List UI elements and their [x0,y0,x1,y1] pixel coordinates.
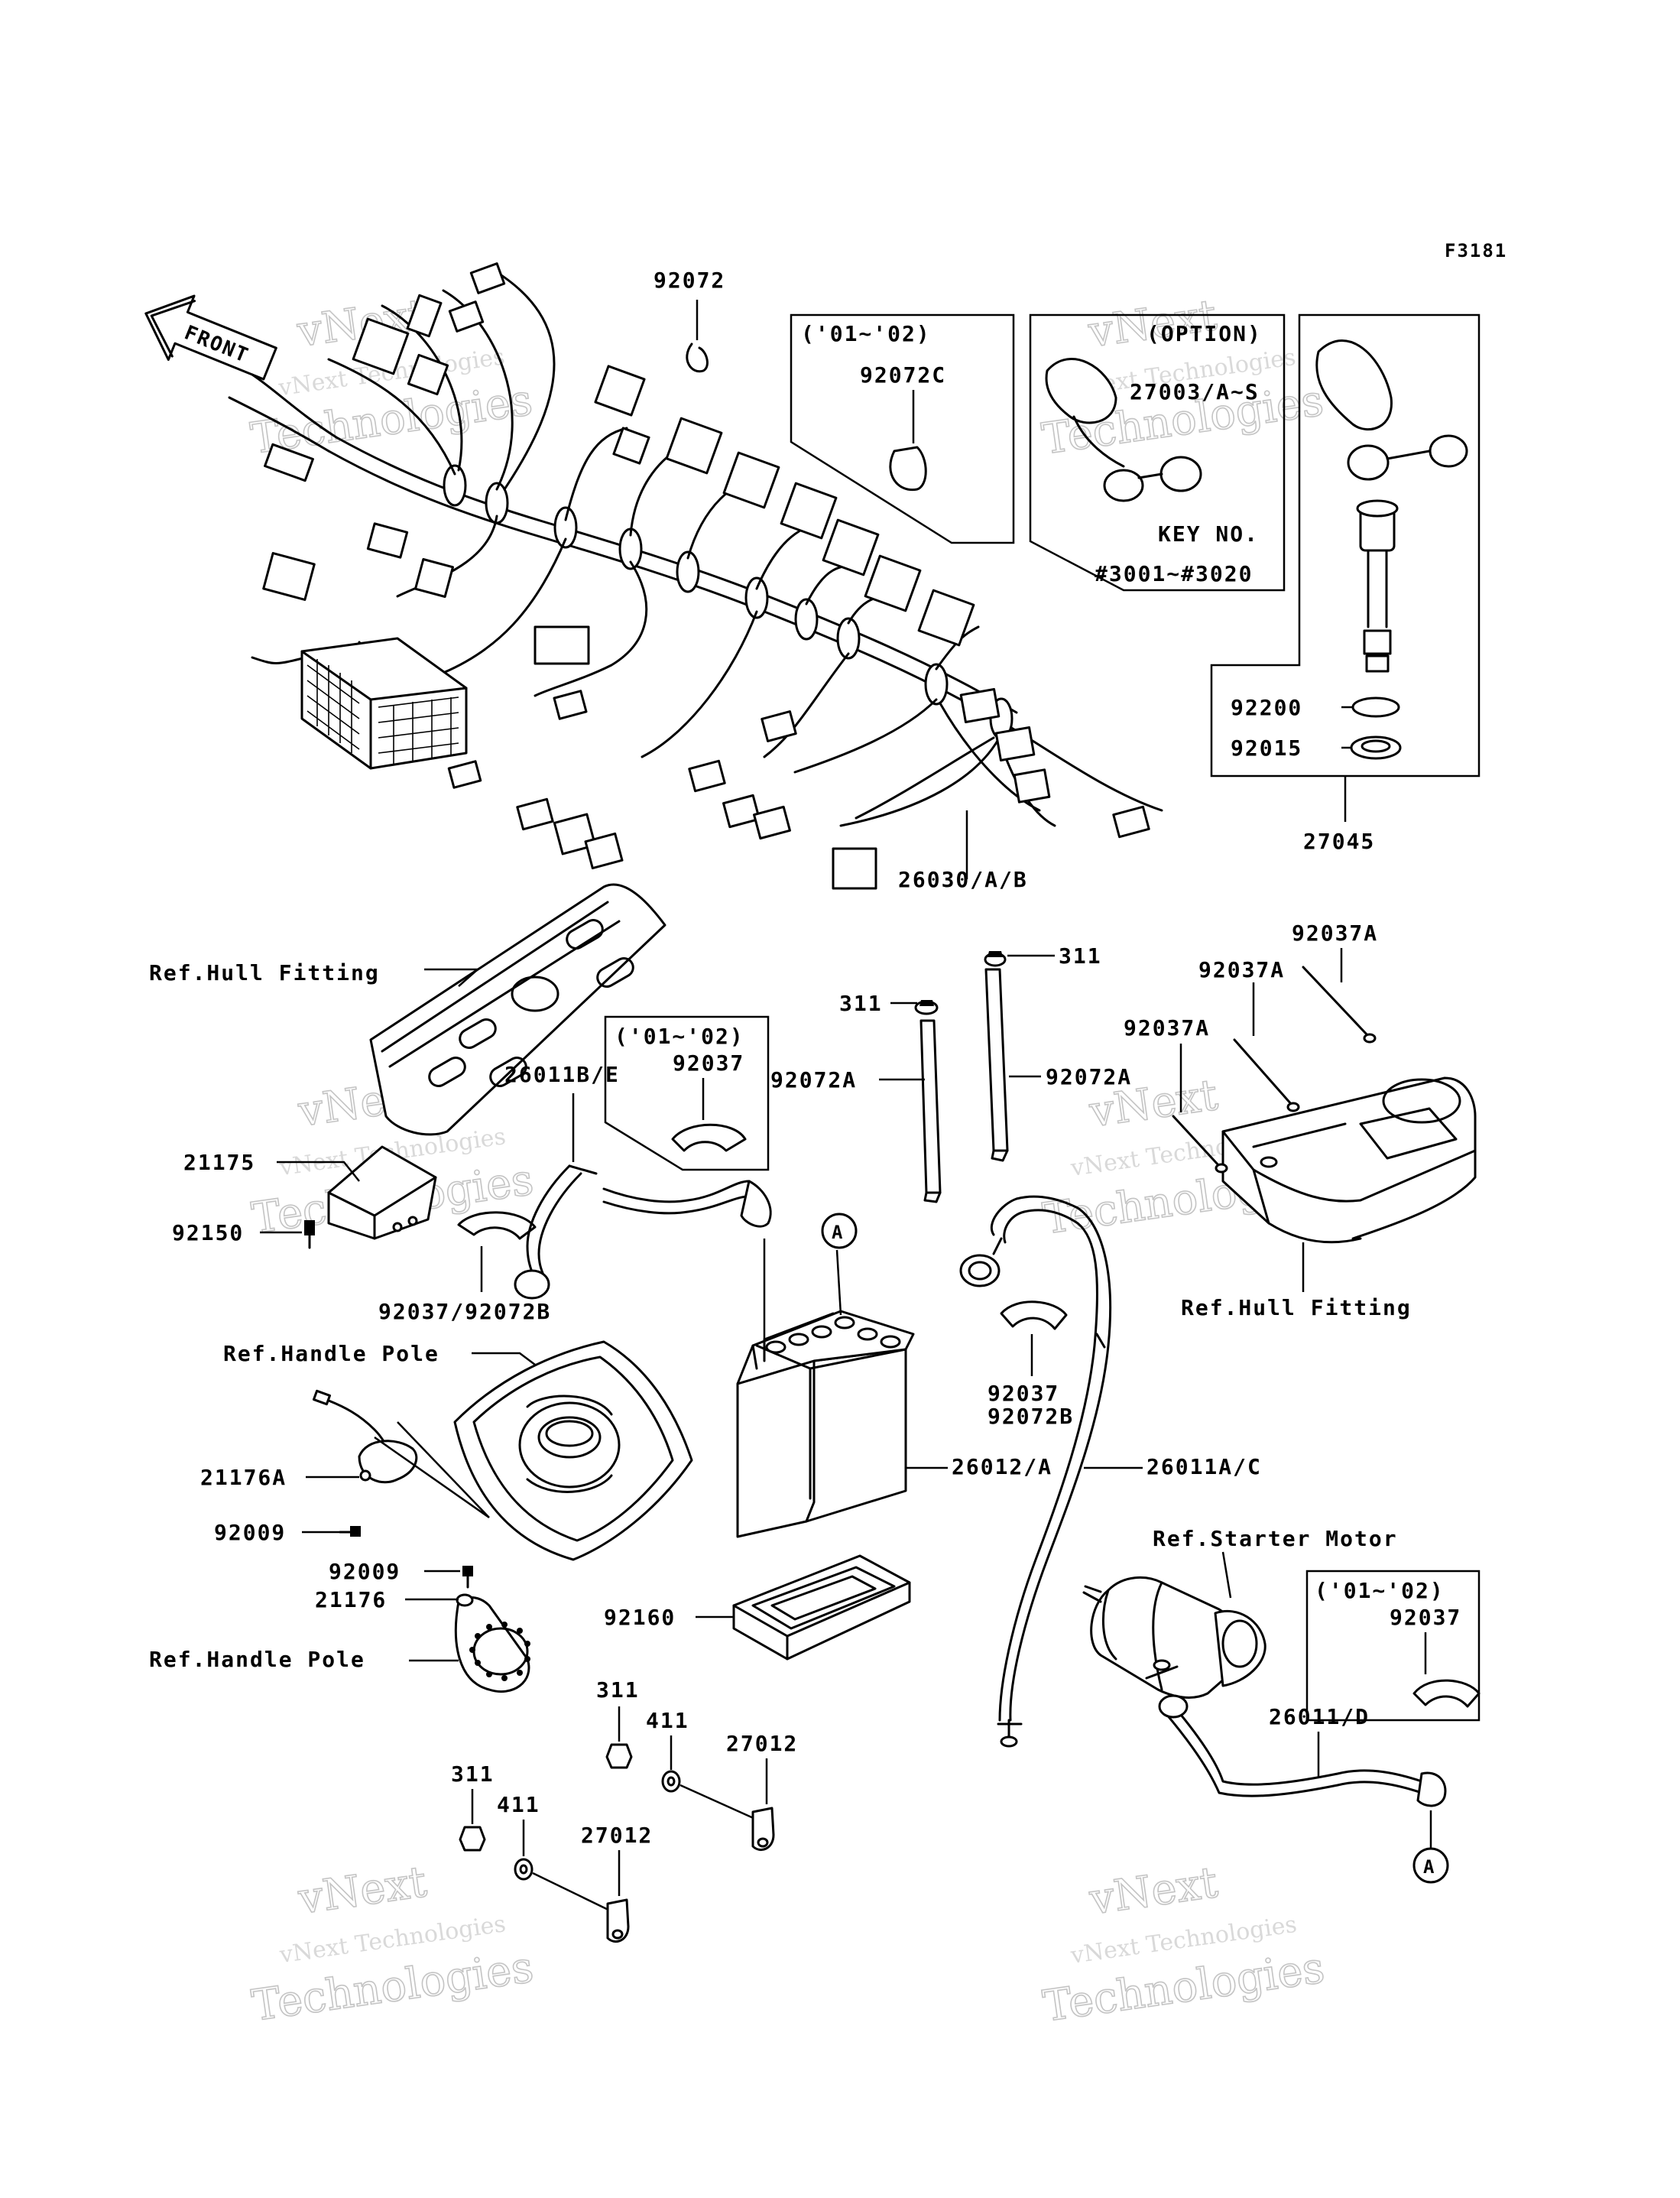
clip-92072c-icon [889,446,927,492]
label-27012-b: 27012 [581,1823,653,1848]
starter-motor [1082,1576,1266,1699]
cable-26011d [1158,1694,1447,1807]
label-ref-handle-1: Ref.Handle Pole [223,1341,439,1366]
label-ref-starter: Ref.Starter Motor [1153,1526,1398,1551]
hull-fitting-plate-left [369,883,666,1136]
box-27045: 92200 92015 27045 [1210,313,1481,854]
svg-text:('01~'02): ('01~'02) [1315,1578,1445,1603]
label-92037-92072b: 92037/92072B [378,1299,551,1324]
svg-text:vNext: vNext [295,1857,430,1924]
label-92037a-c: 92037A [1124,1015,1210,1041]
svg-text:92037: 92037 [673,1050,744,1076]
label-92037-a: 92037 [988,1381,1059,1406]
label-92072a-b: 92072A [1046,1064,1132,1089]
label-27012-a: 27012 [726,1731,798,1756]
svg-text:('01~'02): ('01~'02) [615,1024,744,1049]
svg-text:#3001~#3020: #3001~#3020 [1095,561,1253,586]
label-26011ac: 26011A/C [1146,1454,1262,1479]
box-option-keys: (OPTION) 27003/A~S KEY NO. #3001~#3020 [1029,313,1286,592]
nut-311-d-icon [459,1826,486,1852]
battery-26012 [736,1310,915,1538]
key-fob-icon [1045,358,1202,502]
label-311-d: 311 [451,1761,495,1787]
callout-a-bottom: A [1412,1847,1449,1884]
box-92072C: ('01~'02) 92072C [790,313,1015,544]
clip-92072-icon [686,343,709,373]
label-21176a: 21176A [200,1465,287,1490]
label-92072a-a: 92072A [770,1067,857,1093]
label-311-a: 311 [839,991,883,1016]
label-21175: 21175 [183,1150,255,1175]
strap-92072a-left [914,1000,942,1203]
svg-text:('01~'02): ('01~'02) [801,321,931,346]
label-92009-a: 92009 [214,1520,286,1545]
svg-text:A: A [832,1222,844,1243]
label-92160: 92160 [604,1605,676,1630]
label-92072: 92072 [654,268,725,293]
label-411-a: 411 [646,1708,689,1733]
sensor-21176a [312,1389,418,1484]
watermark-bottom-right: vNext vNext Technologies Technologies [1039,1857,1328,2032]
label-311-c: 311 [596,1677,640,1703]
label-26011be: 26011B/E [504,1062,620,1087]
label-92037a-b: 92037A [1198,957,1285,982]
label-92009-b: 92009 [329,1559,401,1584]
strap-92072a-right [984,951,1009,1162]
cable-26011be [514,1164,772,1300]
battery-tray-92160 [732,1554,911,1661]
main-wiring-harness [228,262,1163,890]
label-92072b: 92072B [988,1404,1074,1429]
clamp-27012-b-icon [606,1898,630,1943]
front-arrow-icon: FRONT [144,294,277,381]
box-92037-a: ('01~'02) 92037 [604,1015,770,1171]
svg-text:92072C: 92072C [860,362,946,388]
hull-fitting-tray-right [1221,1076,1477,1244]
label-ref-hull-left: Ref.Hull Fitting [149,960,380,985]
ecu-box [300,637,468,770]
svg-text:27003/A~S: 27003/A~S [1130,379,1260,404]
clamp-27012-a-icon [751,1807,775,1851]
label-ref-handle-2: Ref.Handle Pole [149,1647,365,1672]
tie-92037-icon [1000,1300,1068,1330]
svg-text:vNext: vNext [1086,1858,1221,1925]
label-ref-hull-right: Ref.Hull Fitting [1181,1295,1412,1320]
bolt-92009-icon-b [462,1566,473,1589]
svg-text:A: A [1423,1856,1435,1878]
ties-92037a [1172,966,1377,1174]
tie-92037-92072b-icon [457,1211,537,1240]
handle-pole-boot [453,1340,693,1561]
washer-411-b-icon [514,1858,534,1881]
relay-21175 [327,1145,437,1240]
callout-a-top: A [821,1213,858,1249]
label-26011d: 26011/D [1269,1704,1370,1729]
svg-text:92037: 92037 [1390,1605,1461,1630]
bolt-92009-icon-a [339,1526,361,1537]
label-411-b: 411 [497,1792,540,1817]
label-21176: 21176 [315,1587,387,1612]
label-92037a-a: 92037A [1292,920,1378,946]
tie-icon [671,1123,747,1152]
box-92037-c: ('01~'02) 92037 [1305,1570,1481,1722]
label-26030: 26030/A/B [898,867,1028,892]
washer-92200-icon [1351,696,1400,718]
nut-311-c-icon [605,1743,633,1769]
bracket-21176 [454,1593,530,1693]
label-311-b: 311 [1059,943,1102,969]
bolt-92150-icon [304,1220,315,1249]
watermark-bottom-left: vNext vNext Technologies Technologies [248,1856,537,2031]
label-26012: 26012/A [952,1454,1052,1479]
svg-text:KEY NO.: KEY NO. [1158,521,1259,547]
tie-icon-right [1412,1679,1481,1708]
label-92015: 92015 [1231,735,1302,761]
label-27045: 27045 [1303,829,1375,854]
svg-text:(OPTION): (OPTION) [1146,321,1262,346]
label-92150: 92150 [172,1220,244,1245]
label-92200: 92200 [1231,695,1302,720]
figure-code: F3181 [1445,240,1507,261]
cable-26011ac [959,1195,1112,1748]
washer-411-a-icon [661,1770,681,1793]
key-switch-icon [1315,339,1468,673]
